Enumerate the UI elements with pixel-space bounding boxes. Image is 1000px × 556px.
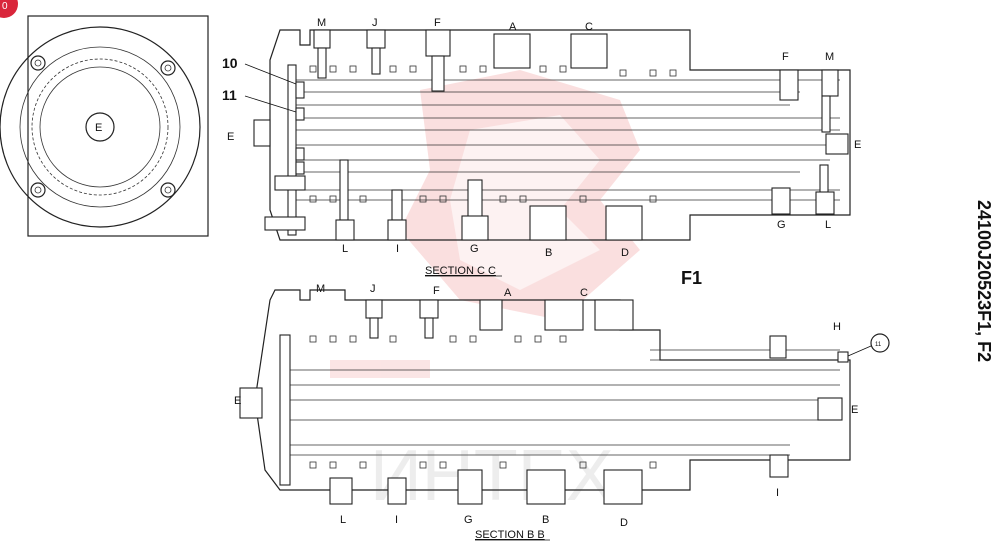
- port-label: C: [580, 287, 588, 299]
- port-label: A: [509, 21, 517, 33]
- detail-bubble-label: 11: [875, 342, 882, 348]
- section-cc-body: [253, 29, 851, 241]
- port-label: G: [464, 514, 473, 526]
- port-label: M: [317, 17, 326, 29]
- view-label: F1: [681, 268, 702, 288]
- section-bb-labels: M J F A C H L I G B D I E E 11 SECTION B…: [234, 283, 890, 541]
- end-label: E: [854, 139, 861, 151]
- end-label: E: [851, 404, 858, 416]
- port-label: B: [545, 247, 552, 259]
- port-label: L: [340, 514, 346, 526]
- port-label: M: [316, 283, 325, 295]
- port-label: B: [542, 514, 549, 526]
- lower-grooves: [309, 335, 657, 469]
- port-label: L: [342, 243, 348, 255]
- port-label: I: [395, 514, 398, 526]
- port-label: G: [470, 243, 479, 255]
- port-label: F: [433, 285, 440, 297]
- port-label: D: [620, 517, 628, 529]
- port-label: D: [621, 247, 629, 259]
- section-title: SECTION C C: [425, 265, 496, 277]
- port-label: I: [396, 243, 399, 255]
- corner-badge: 0: [0, 0, 18, 18]
- section-bb-body: [239, 289, 851, 505]
- watermark: ИНТЕХ: [330, 70, 640, 516]
- port-label: C: [585, 21, 593, 33]
- end-view-label: E: [95, 122, 102, 134]
- callout-11: 11: [222, 87, 237, 103]
- port-label: F: [782, 51, 789, 63]
- callouts: 10 11: [222, 55, 297, 113]
- section-cc-labels: M J F A C F M L I G B D G L E E SECTION …: [227, 17, 861, 277]
- port-label: A: [504, 287, 512, 299]
- callout-10: 10: [222, 55, 238, 71]
- port-label: J: [370, 283, 376, 295]
- port-label: J: [372, 17, 378, 29]
- upper-grooves: [309, 65, 677, 203]
- port-label: L: [825, 219, 831, 231]
- watermark-text: ИНТЕХ: [370, 436, 614, 516]
- part-number: 24100J20523F1, F2: [974, 200, 994, 362]
- end-view: E: [0, 15, 209, 237]
- port-label: M: [825, 51, 834, 63]
- badge-text: 0: [2, 1, 8, 12]
- port-label: G: [777, 219, 786, 231]
- end-label: E: [234, 395, 241, 407]
- port-label: H: [833, 321, 841, 333]
- end-label: E: [227, 131, 234, 143]
- section-title: SECTION B B: [475, 529, 545, 541]
- port-label: I: [776, 487, 779, 499]
- detail-bubble: [870, 333, 890, 353]
- port-label: F: [434, 17, 441, 29]
